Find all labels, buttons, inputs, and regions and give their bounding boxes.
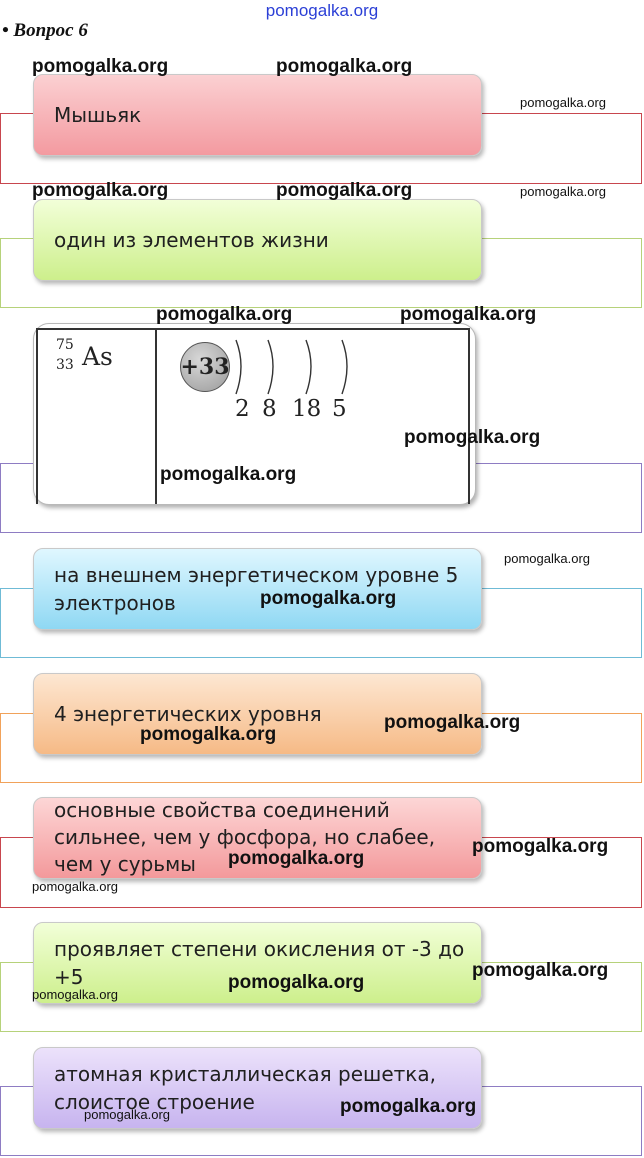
- card-4-text: 4 энергетических уровня: [54, 702, 322, 726]
- nucleus: +33: [180, 342, 230, 392]
- atomic-number: 33: [56, 357, 74, 373]
- atom-divider-middle: [155, 328, 157, 504]
- watermark: pomogalka.org: [140, 724, 277, 745]
- card-7-text: атомная кристаллическая решетка, слоисто…: [54, 1062, 436, 1114]
- watermark: pomogalka.org: [32, 987, 118, 1002]
- shell-arc-2: [267, 339, 274, 395]
- watermark: pomogalka.org: [156, 304, 293, 325]
- shell-arcs: [235, 339, 348, 395]
- watermark: pomogalka.org: [384, 712, 521, 733]
- watermark-top: pomogalka.org: [265, 1, 379, 20]
- card-6: проявляет степени окисления от -3 до +5: [33, 922, 482, 1004]
- watermark: pomogalka.org: [472, 836, 609, 857]
- atom-table-border: [36, 328, 470, 504]
- watermark: pomogalka.org: [520, 184, 606, 199]
- watermark: pomogalka.org: [340, 1096, 477, 1117]
- watermark: pomogalka.org: [400, 304, 537, 325]
- shell-count-4: 5: [332, 396, 347, 422]
- card-2: один из элементов жизни: [33, 199, 482, 281]
- shell-count-1: 2: [235, 396, 250, 422]
- nucleus-charge: +33: [180, 354, 230, 380]
- watermark: pomogalka.org: [228, 972, 365, 993]
- card-2-text: один из элементов жизни: [54, 228, 329, 252]
- mass-number: 75: [56, 337, 74, 353]
- watermark: pomogalka.org: [520, 95, 606, 110]
- watermark: pomogalka.org: [228, 848, 365, 869]
- watermark: pomogalka.org: [84, 1107, 170, 1122]
- watermark: pomogalka.org: [276, 180, 413, 201]
- element-symbol-text: As: [82, 342, 113, 371]
- card-5-text: основные свойства соединений сильнее, че…: [54, 797, 436, 876]
- watermark: pomogalka.org: [404, 427, 541, 448]
- watermark: pomogalka.org: [276, 56, 413, 77]
- shell-count-2: 8: [262, 396, 277, 422]
- atom-diagram-card: [33, 323, 476, 505]
- atom-divider-left: [36, 328, 38, 504]
- card-4: 4 энергетических уровня: [33, 673, 482, 755]
- shell-arc-1: [235, 339, 242, 395]
- watermark: pomogalka.org: [160, 464, 297, 485]
- watermark: pomogalka.org: [32, 180, 169, 201]
- card-3-text: на внешнем энергетическом уровне 5 элект…: [54, 563, 459, 615]
- watermark: pomogalka.org: [32, 879, 118, 894]
- watermark: pomogalka.org: [260, 588, 397, 609]
- watermark: pomogalka.org: [504, 551, 590, 566]
- atom-divider-right: [468, 328, 470, 504]
- card-7: атомная кристаллическая решетка, слоисто…: [33, 1047, 482, 1129]
- shell-arc-4: [341, 339, 348, 395]
- card-5: основные свойства соединений сильнее, че…: [33, 797, 482, 879]
- card-3: на внешнем энергетическом уровне 5 элект…: [33, 548, 482, 630]
- card-1-text: Мышьяк: [54, 103, 142, 127]
- watermark: pomogalka.org: [32, 56, 169, 77]
- shell-count-3: 18: [292, 396, 322, 422]
- card-6-text: проявляет степени окисления от -3 до +5: [54, 937, 465, 989]
- question-title: • Вопрос 6: [2, 20, 88, 41]
- shell-arc-3: [305, 339, 312, 395]
- card-1: Мышьяк: [33, 74, 482, 156]
- watermark: pomogalka.org: [472, 960, 609, 981]
